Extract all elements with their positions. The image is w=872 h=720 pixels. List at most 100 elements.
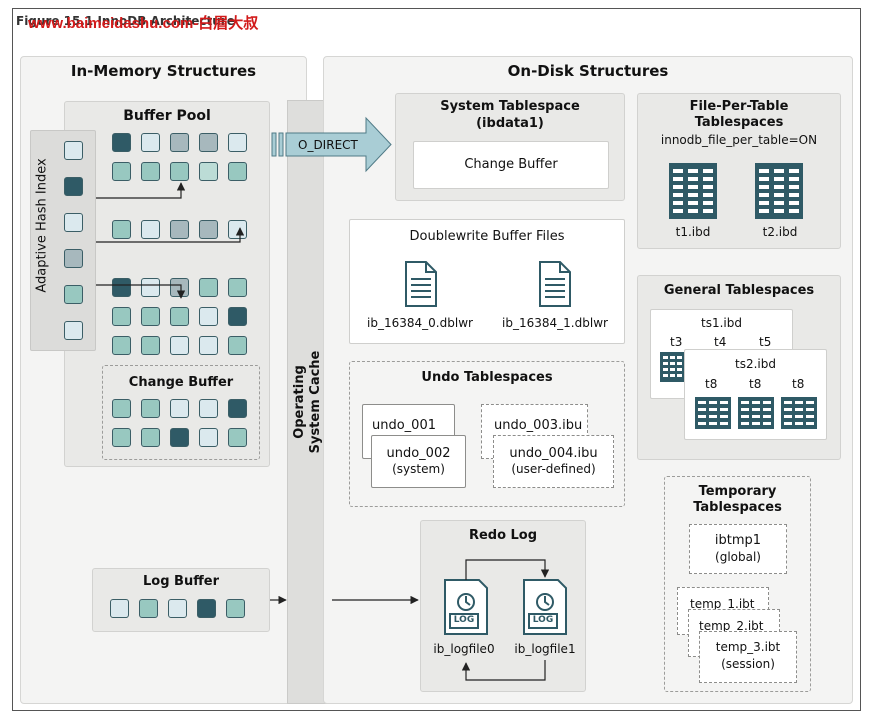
change-buffer-page xyxy=(141,399,160,418)
figure-caption: Figure 15.1 InnoDB Architecture xyxy=(16,14,235,28)
system-change-buffer-box xyxy=(413,141,609,189)
buffer-page xyxy=(170,133,189,152)
ts2-label: ts2.ibd xyxy=(735,357,776,371)
hash-entry xyxy=(64,249,83,268)
ahi-arrow-1 xyxy=(96,182,186,199)
hash-entry xyxy=(64,321,83,340)
redo-cycle-arrow-bottom xyxy=(461,660,546,681)
redo-logfile0-label: ib_logfile0 xyxy=(433,642,495,656)
undo-004-box xyxy=(493,435,614,488)
memory-change-buffer-title: Change Buffer xyxy=(128,375,234,390)
temp-2-label: temp_2.ibt xyxy=(699,619,764,633)
change-buffer-page xyxy=(170,399,189,418)
doublewrite-title: Doublewrite Buffer Files xyxy=(409,229,565,244)
buffer-page xyxy=(141,278,160,297)
redo-cycle-arrow-top xyxy=(465,559,550,580)
buffer-page xyxy=(170,307,189,326)
buffer-page xyxy=(199,307,218,326)
hash-entry xyxy=(64,177,83,196)
ts2-table-icon-2 xyxy=(738,397,774,429)
system-tablespace-subtitle: (ibdata1) xyxy=(476,116,544,131)
redo-logfile1-icon xyxy=(523,579,567,635)
temporary-tablespaces-subtitle: Tablespaces xyxy=(693,500,782,515)
ts2-table-icon-1 xyxy=(695,397,731,429)
file-per-table-setting: innodb_file_per_table=ON xyxy=(660,133,818,147)
o-direct-label: O_DIRECT xyxy=(298,138,358,152)
buffer-page xyxy=(112,162,131,181)
t2-table-icon xyxy=(755,163,803,219)
buffer-page xyxy=(228,336,247,355)
change-buffer-page xyxy=(170,428,189,447)
ts1-table-t3: t3 xyxy=(670,335,683,349)
log-buffer-title: Log Buffer xyxy=(143,574,219,589)
ts2-table-t8-c: t8 xyxy=(792,377,805,391)
adaptive-hash-index-panel xyxy=(30,130,96,351)
system-tablespace-title: System Tablespace xyxy=(440,99,580,114)
buffer-pool-title: Buffer Pool xyxy=(123,108,211,124)
ts1-label: ts1.ibd xyxy=(701,316,742,330)
temp-3-note: (session) xyxy=(721,657,775,671)
temp-3-label: temp_3.ibt xyxy=(715,640,781,654)
buffer-page xyxy=(199,162,218,181)
doublewrite-panel xyxy=(349,219,625,344)
dblwr-file-0-label: ib_16384_0.dblwr xyxy=(367,316,473,330)
ibtmp1-box xyxy=(689,524,787,574)
buffer-page xyxy=(141,307,160,326)
temporary-tablespaces-title: Temporary xyxy=(698,484,777,499)
dblwr-file-1-icon xyxy=(539,261,571,307)
buffer-page xyxy=(112,307,131,326)
buffer-page xyxy=(199,336,218,355)
redo-logfile1-tag: LOG xyxy=(532,615,554,625)
log-buffer-page xyxy=(197,599,216,618)
buffer-page xyxy=(170,162,189,181)
log-buffer-page xyxy=(110,599,129,618)
o-direct-arrow xyxy=(271,116,392,173)
watermark: www.baimeidashu.com-白眉大叔 xyxy=(28,15,259,32)
general-tablespaces-title: General Tablespaces xyxy=(663,283,815,298)
buffer-page xyxy=(199,278,218,297)
buffer-page xyxy=(112,220,131,239)
ts2-table-t8-a: t8 xyxy=(705,377,718,391)
system-change-buffer-label: Change Buffer xyxy=(464,157,558,172)
temp-1-label: temp_1.ibt xyxy=(690,597,755,611)
undo-004-note: (user-defined) xyxy=(511,462,596,476)
on-disk-title: On-Disk Structures xyxy=(507,62,669,80)
change-buffer-page xyxy=(112,399,131,418)
buffer-page xyxy=(228,278,247,297)
file-per-table-subtitle: Tablespaces xyxy=(694,115,784,130)
buffer-page xyxy=(112,336,131,355)
hash-entry xyxy=(64,141,83,160)
ibtmp1-note: (global) xyxy=(715,550,761,564)
memory-change-buffer xyxy=(102,365,260,460)
ts1-table-t4: t4 xyxy=(714,335,727,349)
ahi-arrow-2 xyxy=(96,227,245,243)
change-buffer-page xyxy=(199,428,218,447)
ahi-arrows xyxy=(96,182,245,299)
ts2-table-icon-3 xyxy=(781,397,817,429)
undo-tablespaces-title: Undo Tablespaces xyxy=(421,370,553,385)
dblwr-file-0-icon xyxy=(405,261,437,307)
buffer-page xyxy=(228,307,247,326)
buffer-page xyxy=(141,133,160,152)
dblwr-file-1-label: ib_16384_1.dblwr xyxy=(502,316,608,330)
change-buffer-page xyxy=(141,428,160,447)
change-buffer-page xyxy=(199,399,218,418)
ibtmp1-label: ibtmp1 xyxy=(714,533,762,548)
buffer-page xyxy=(112,133,131,152)
buffer-page xyxy=(170,336,189,355)
undo-002-box xyxy=(371,435,466,488)
ahi-arrow-3 xyxy=(96,284,186,299)
log-buffer-page xyxy=(139,599,158,618)
redo-log-title: Redo Log xyxy=(468,528,538,543)
outer-frame xyxy=(12,8,861,711)
redo-logfile1-label: ib_logfile1 xyxy=(514,642,576,656)
temporary-tablespaces-panel xyxy=(664,476,811,692)
t1-ibd-label: t1.ibd xyxy=(675,225,711,239)
log-buffer-page xyxy=(168,599,187,618)
buffer-page xyxy=(170,220,189,239)
buffer-page xyxy=(141,336,160,355)
undo-002-label: undo_002 xyxy=(386,446,451,461)
in-memory-title: In-Memory Structures xyxy=(70,62,257,80)
t2-ibd-label: t2.ibd xyxy=(762,225,798,239)
